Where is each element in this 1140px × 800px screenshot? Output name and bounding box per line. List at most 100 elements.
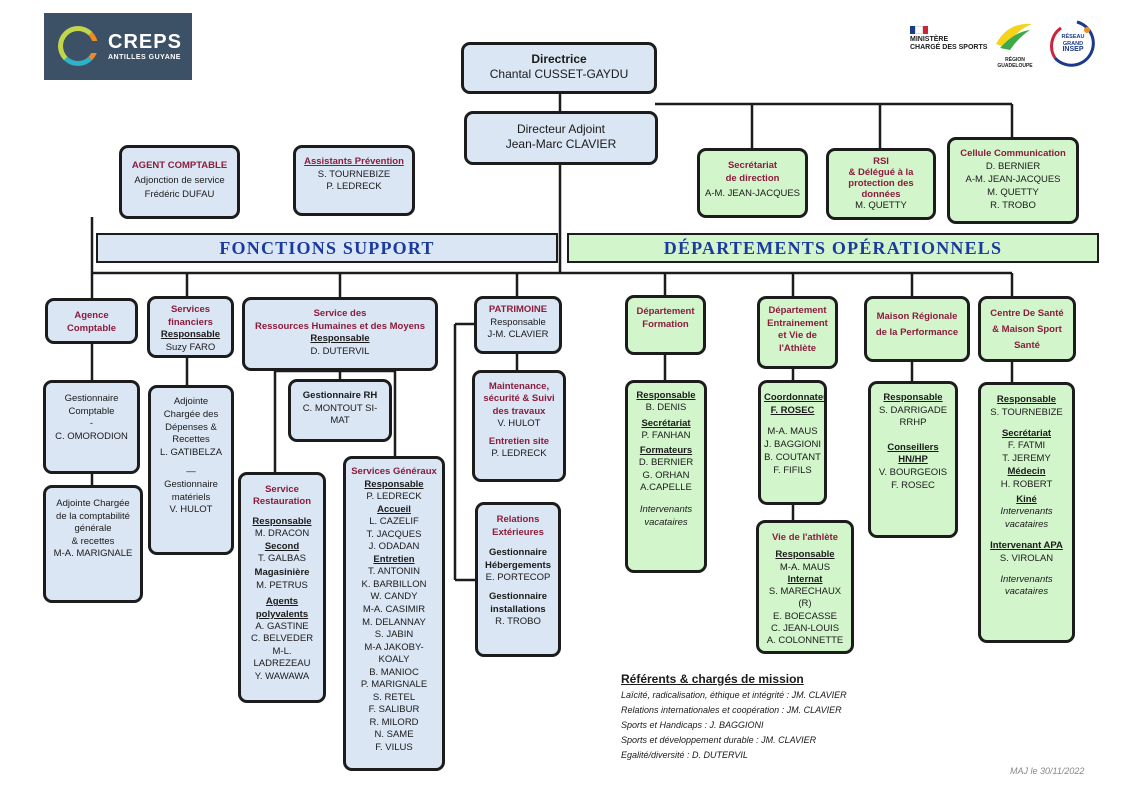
ministere-line1: MINISTÈRE <box>910 36 949 43</box>
adjointe-comptabilite-l5: M-A. MARIGNALE <box>53 548 133 560</box>
restauration-magasin-name: M. PETRUS <box>256 579 308 591</box>
generaux-entretien-14: F. VILUS <box>375 742 413 754</box>
agence-title2: Comptable <box>66 322 117 334</box>
relations-g4: installations <box>490 603 546 615</box>
sante-t3: Santé <box>1014 340 1040 351</box>
maintenance-t4: Entretien site <box>488 435 550 447</box>
maison-conseiller-1: V. BOURGEOIS <box>878 466 948 478</box>
formation-title2: Formation <box>642 318 689 330</box>
region-line1: RÉGION <box>1005 57 1025 63</box>
relations-g1: Gestionnaire <box>488 547 548 559</box>
restauration-agent-4: Y. WAWAWA <box>254 670 310 682</box>
sante-intervenants-1: Intervenants <box>1000 506 1053 518</box>
relations-n2: R. TROBO <box>495 616 541 628</box>
adjointe-depenses-l7: Gestionnaire <box>164 478 218 490</box>
restauration-title1: Service <box>265 484 299 495</box>
generaux-resp-name: P. LEDRECK <box>366 491 422 503</box>
assistants-prevention-title: Assistants Prévention <box>304 156 404 167</box>
adjointe-comptabilite-l4: & recettes <box>71 535 115 547</box>
sante-secr-label: Secrétariat <box>1001 427 1052 439</box>
srhm-resp-name: D. DUTERVIL <box>310 345 370 357</box>
directeur-adjoint-box: Directeur Adjoint Jean-Marc CLAVIER <box>464 111 658 165</box>
formation-intervenants-2: vacataires <box>644 516 688 528</box>
maintenance-n2: P. LEDRECK <box>491 448 547 460</box>
cellule-name-1: D. BERNIER <box>985 161 1041 172</box>
services-financiers-title1: Services <box>170 304 211 315</box>
generaux-accueil-1: L. CAZELIF <box>369 516 419 528</box>
agent-comptable-line2: Frédéric DUFAU <box>144 189 215 201</box>
generaux-entretien-2: K. BARBILLON <box>361 578 427 590</box>
vie-athlete-internat-label: Internat <box>787 573 823 585</box>
rsi-box: RSI & Délégué à la protection des donnée… <box>826 148 936 220</box>
entrainement-detail-box: Coordonnateur F. ROSEC M-A. MAUS J. BAGG… <box>758 380 827 505</box>
assistants-prevention-line1: S. TOURNEBIZE <box>317 168 391 180</box>
formation-resp-label: Responsable <box>636 390 696 401</box>
sante-medecin-label: Médecin <box>1007 465 1046 477</box>
sante-resp-label: Responsable <box>996 394 1057 405</box>
restauration-resp-name: M. DRACON <box>254 528 310 540</box>
assistants-prevention-box: Assistants Prévention S. TOURNEBIZE P. L… <box>293 145 415 216</box>
entrainement-t1: Département <box>768 305 827 316</box>
patrimoine-title: PATRIMOINE <box>488 304 548 315</box>
region-swoosh-icon <box>996 23 1032 50</box>
relations-t1: Relations <box>496 514 540 525</box>
maison-detail-box: Responsable S. DARRIGADE RRHP Conseiller… <box>868 381 958 538</box>
adjointe-depenses-l2: Chargée des <box>163 408 219 420</box>
services-financiers-box: Services financiers Responsable Suzy FAR… <box>147 296 234 358</box>
formation-secr-name: P. FANHAN <box>641 429 691 441</box>
generaux-accueil-2: T. JACQUES <box>366 528 422 540</box>
agent-comptable-title: AGENT COMPTABLE <box>131 160 228 171</box>
ministere-line2: CHARGÉ DES SPORTS <box>910 44 988 51</box>
update-date: MAJ le 30/11/2022 <box>1010 766 1085 776</box>
referents-title: Référents & chargés de mission <box>621 672 804 686</box>
insep-line2: GRAND <box>1062 40 1084 47</box>
generaux-entretien-13: N. SAME <box>374 729 414 741</box>
generaux-entretien-6: S. JABIN <box>374 629 414 641</box>
referent-line-1: Laïcité, radicalisation, éthique et inté… <box>621 690 847 700</box>
vie-athlete-internat-3: C. JEAN-LOUIS <box>770 623 840 635</box>
patrimoine-line2: J-M. CLAVIER <box>487 329 549 341</box>
adjointe-comptabilite-l2: de la comptabilité <box>56 510 130 522</box>
vie-athlete-box: Vie de l'athlète Responsable M-A. MAUS I… <box>756 520 854 654</box>
adjointe-comptabilite-l3: générale <box>74 523 112 535</box>
restauration-title2: Restauration <box>252 496 312 508</box>
services-financiers-resp-name: Suzy FARO <box>165 341 216 353</box>
insep-line1: RÉSEAU <box>1061 34 1085 40</box>
generaux-entretien-10: S. RETEL <box>372 691 416 703</box>
maison-regionale-box: Maison Régionale de la Performance <box>864 296 970 362</box>
sante-intervenants-4: vacataires <box>1004 586 1049 598</box>
formation-detail-box: Responsable B. DENIS Secrétariat P. FANH… <box>625 380 707 573</box>
creps-logo-subtitle: ANTILLES GUYANE <box>108 54 181 61</box>
sante-t2: & Maison Sport <box>992 324 1062 335</box>
adjointe-depenses-l8: matériels <box>171 491 211 503</box>
maison-regionale-t2: de la Performance <box>875 327 959 338</box>
entrainement-name-2: J. BAGGIONI <box>764 439 822 450</box>
restauration-agent-1: A. GASTINE <box>255 621 309 633</box>
sante-intervenants-3: Intervenants <box>1000 573 1053 585</box>
gestionnaire-comptable-l1: Gestionnaire <box>64 393 119 404</box>
directrice-name: Chantal CUSSET-GAYDU <box>489 67 629 81</box>
patrimoine-line1: Responsable <box>490 316 546 328</box>
entrainement-t2: Entrainement <box>767 317 828 329</box>
adjointe-depenses-box: Adjointe Chargée des Dépenses & Recettes… <box>148 385 234 555</box>
gestionnaire-comptable-box: Gestionnaire Comptable - C. OMORODION <box>43 380 140 474</box>
referent-line-4: Sports et développement durable : JM. CL… <box>621 735 817 745</box>
maison-rrhp: RRHP <box>899 417 927 429</box>
restauration-second-name: T. GALBAS <box>257 553 307 565</box>
entrainement-coord-label: Coordonnateur <box>764 392 827 403</box>
maison-resp-name: S. DARRIGADE <box>878 404 948 416</box>
adjointe-comptabilite-l1: Adjointe Chargée <box>56 498 130 509</box>
creps-logo: CREPS ANTILLES GUYANE <box>44 13 192 80</box>
vie-athlete-title: Vie de l'athlète <box>772 532 838 543</box>
fonctions-support-banner: FONCTIONS SUPPORT <box>96 233 558 263</box>
rsi-name: M. QUETTY <box>855 200 907 211</box>
generaux-entretien-5: M. DELANNAY <box>362 616 426 628</box>
relations-t2: Extérieures <box>492 526 544 538</box>
entrainement-name-4: F. FIFILS <box>773 465 812 476</box>
maintenance-t3: des travaux <box>492 405 546 417</box>
srhm-resp-label: Responsable <box>310 333 370 345</box>
generaux-entretien-label: Entretien <box>373 553 415 565</box>
sante-secr-1: F. FATMI <box>1007 440 1046 452</box>
generaux-accueil-3: J. ODADAN <box>368 541 420 553</box>
patrimoine-box: PATRIMOINE Responsable J-M. CLAVIER <box>474 296 562 354</box>
